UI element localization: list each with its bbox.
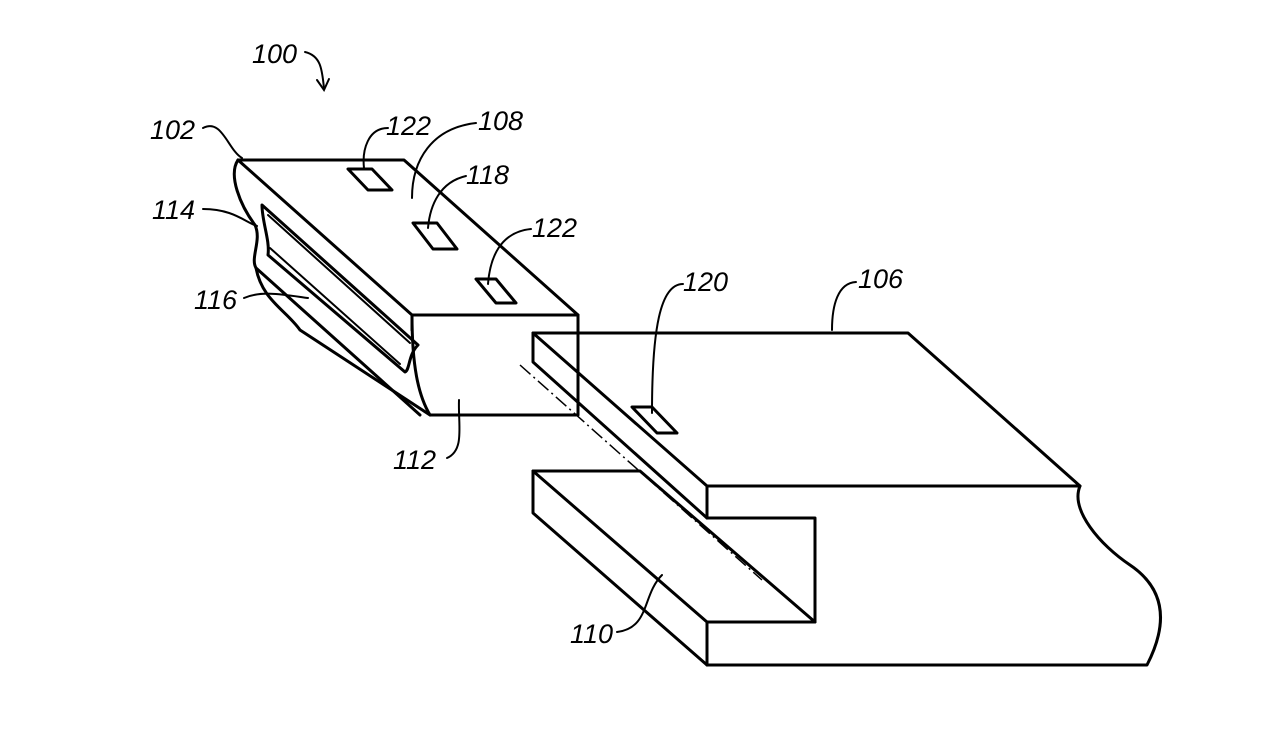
lower-plate bbox=[531, 469, 817, 624]
label-114: 114 bbox=[152, 195, 195, 225]
slot-122-right bbox=[474, 277, 518, 305]
receptacle bbox=[519, 331, 1162, 667]
plug-front-face bbox=[410, 313, 580, 417]
label-116: 116 bbox=[194, 285, 238, 315]
slot-118 bbox=[411, 221, 459, 251]
center-axis bbox=[519, 364, 763, 581]
label-118: 118 bbox=[466, 160, 509, 190]
receptacle-top-face bbox=[531, 331, 1082, 488]
label-106: 106 bbox=[858, 264, 904, 294]
plug-connector bbox=[232, 158, 580, 417]
label-108: 108 bbox=[478, 106, 523, 136]
plug-recess bbox=[260, 203, 420, 374]
label-112: 112 bbox=[393, 445, 436, 475]
receptacle-break-edge bbox=[705, 484, 1162, 667]
reference-labels: 100 102 122 108 118 114 122 120 106 116 … bbox=[150, 39, 904, 649]
label-120: 120 bbox=[683, 267, 728, 297]
label-122-left: 122 bbox=[386, 111, 431, 141]
label-110: 110 bbox=[570, 619, 613, 649]
label-122-right: 122 bbox=[532, 213, 577, 243]
plug-top-face bbox=[236, 158, 580, 317]
label-102: 102 bbox=[150, 115, 195, 145]
slot-122-left bbox=[346, 167, 394, 192]
slot-120 bbox=[630, 405, 679, 435]
label-100: 100 bbox=[252, 39, 297, 69]
leader-lines bbox=[202, 51, 857, 633]
